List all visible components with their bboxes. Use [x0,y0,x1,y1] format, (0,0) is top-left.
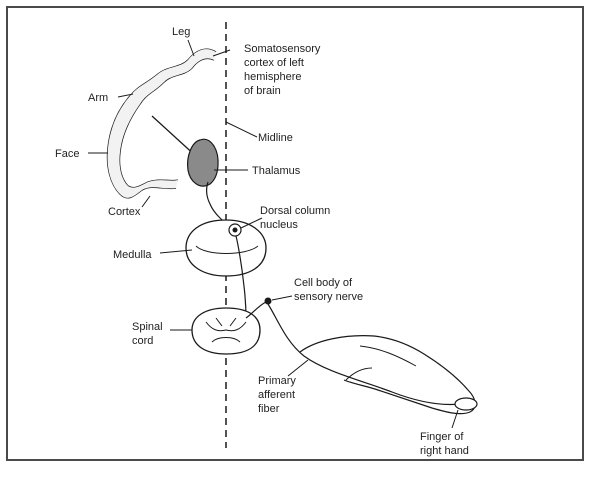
label-dorsal-column-line1: Dorsal column [260,205,330,217]
label-primary-afferent-line2: afferent [258,389,295,401]
dorsal-root [246,302,266,318]
label-arm: Arm [88,92,108,104]
label-face: Face [55,148,79,160]
label-somatosensory-line1: Somatosensory [244,43,321,55]
hand-finger-crease [346,346,416,380]
label-medulla: Medulla [113,249,152,261]
label-cortex: Cortex [108,206,141,218]
label-spinal-cord-line2: cord [132,335,153,347]
label-cell-body-line1: Cell body of [294,277,353,289]
label-dorsal-column-line2: nucleus [260,219,298,231]
cortex-pointer [142,196,150,207]
label-leg: Leg [172,26,190,38]
label-somatosensory-line3: hemisphere [244,71,301,83]
label-finger-line2: right hand [420,445,469,457]
cell-body-pointer [272,296,292,300]
label-cell-body-line2: sensory nerve [294,291,363,303]
label-midline: Midline [258,132,293,144]
label-spinal-cord-line1: Spinal [132,321,163,333]
label-primary-afferent-line1: Primary [258,375,296,387]
leg-pointer [188,40,194,56]
fingertip [455,398,477,410]
primary-afferent-pointer [288,360,308,376]
label-thalamus: Thalamus [252,165,301,177]
label-somatosensory-line2: cortex of left [244,57,304,69]
right-hand-outline [300,336,475,414]
label-finger-line1: Finger of [420,431,464,443]
midline-pointer [226,122,257,137]
label-somatosensory-line4: of brain [244,85,281,97]
primary-afferent-fiber [268,304,460,405]
label-primary-afferent-line3: fiber [258,403,280,415]
cell-body-of-sensory-nerve [265,298,272,305]
thalamus [188,139,218,186]
dorsal-column-nucleus-center [233,228,238,233]
